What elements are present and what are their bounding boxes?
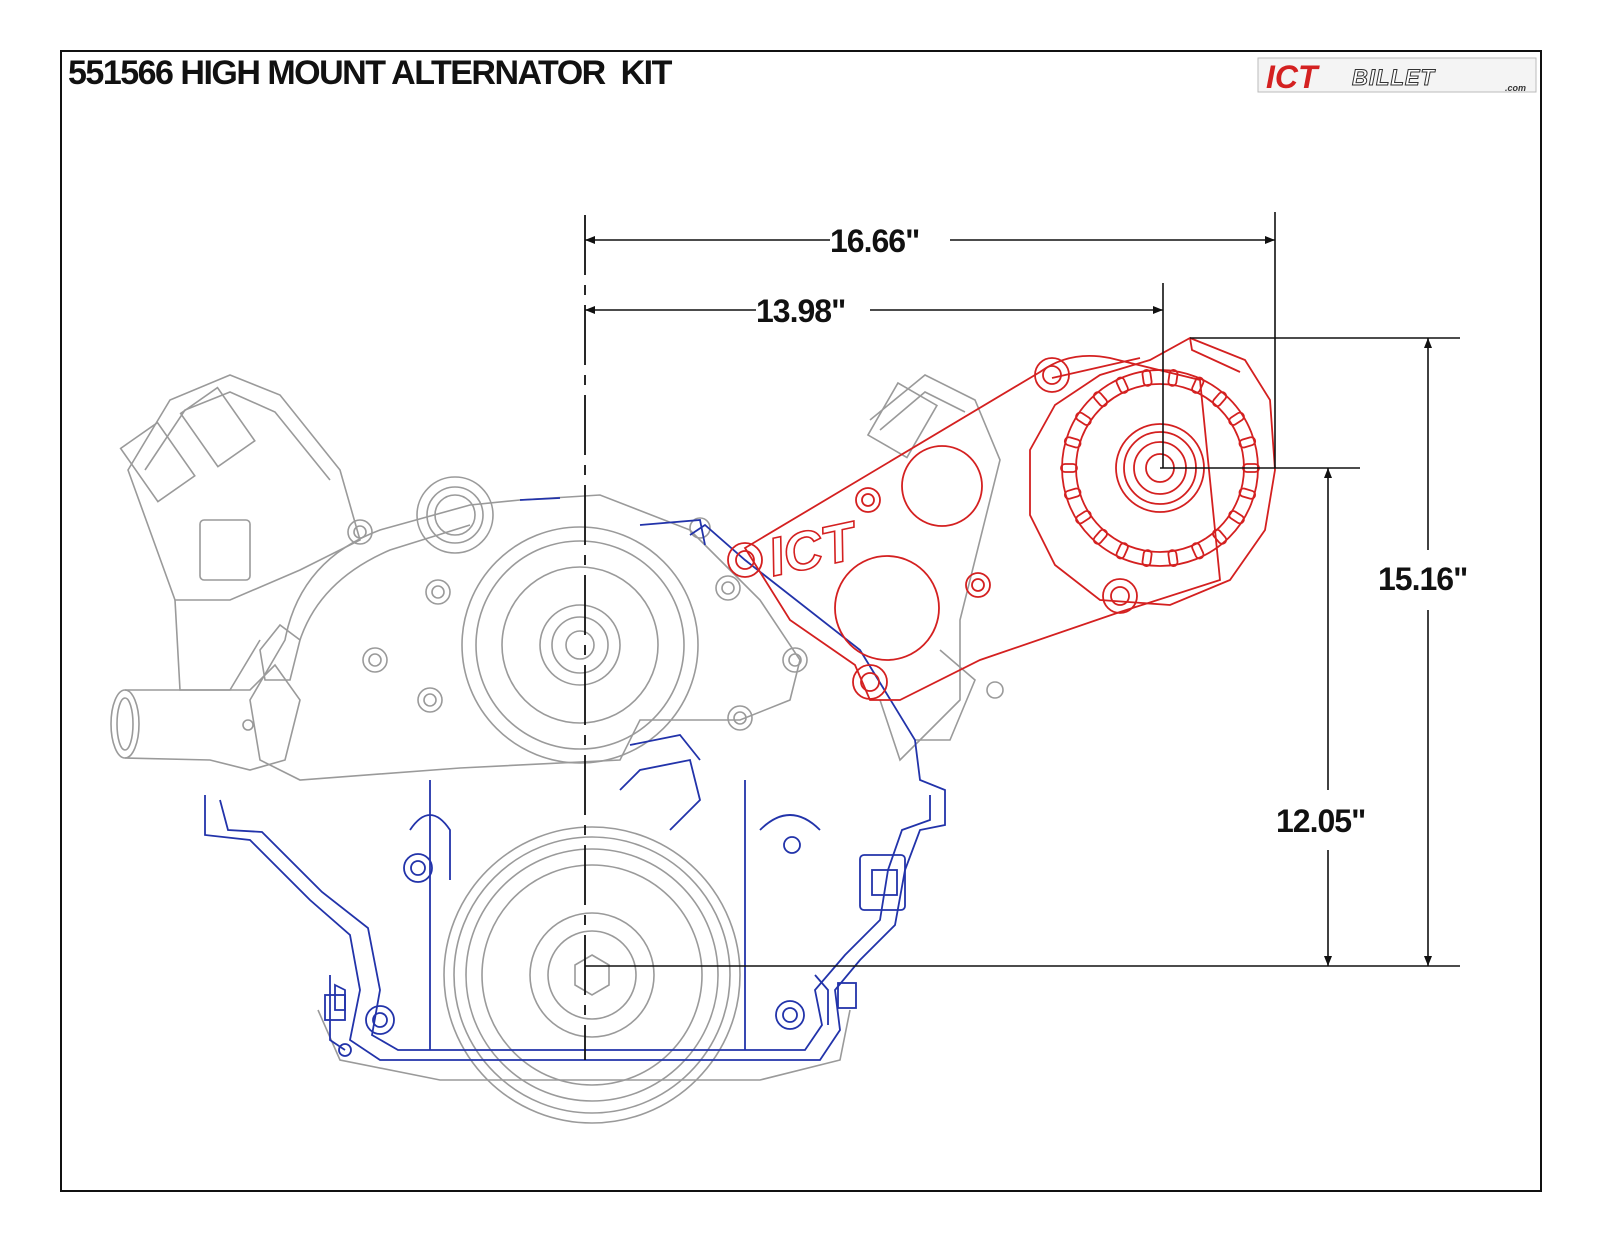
dimension-lines xyxy=(585,212,1460,967)
vent-slot xyxy=(1191,376,1205,394)
vent-slot xyxy=(1228,510,1245,525)
vent-slot xyxy=(1238,487,1257,500)
vent-slot xyxy=(1141,549,1153,567)
dimension-label: 13.98" xyxy=(756,293,845,329)
alternator-bracket: ICT xyxy=(727,337,1276,701)
dimension-label: 15.16" xyxy=(1378,561,1467,597)
timing-cover xyxy=(204,497,946,1061)
vent-slot xyxy=(1191,542,1205,560)
vent-slot xyxy=(1092,391,1108,408)
vent-slot xyxy=(1115,376,1129,394)
drawing-border xyxy=(60,50,1542,1192)
vent-slot xyxy=(1238,436,1257,449)
vent-slot xyxy=(1228,411,1245,426)
dimension-label: 12.05" xyxy=(1276,803,1365,839)
vent-slot xyxy=(1092,528,1108,545)
dimension-label: 16.66" xyxy=(830,223,919,259)
logo-billet-text: BILLET xyxy=(1352,65,1436,90)
vent-slot xyxy=(1063,436,1082,449)
vent-slot xyxy=(1167,549,1179,567)
vent-slot xyxy=(1060,463,1078,473)
engine-block xyxy=(110,374,1004,1124)
vent-slot xyxy=(1141,369,1153,387)
bracket-ict-mark: ICT xyxy=(763,510,864,588)
vent-slot xyxy=(1075,510,1092,525)
brand-logo: ICT BILLET .com xyxy=(1257,57,1537,95)
vent-slot xyxy=(1212,528,1228,545)
vent-slot xyxy=(1063,487,1082,500)
vent-slot xyxy=(1115,542,1129,560)
page-title: 551566 HIGH MOUNT ALTERNATOR KIT xyxy=(68,54,672,92)
logo-ict-text: ICT xyxy=(1266,59,1320,95)
vent-slot xyxy=(1167,369,1179,387)
alternator-vents xyxy=(1060,369,1260,567)
vent-slot xyxy=(1075,411,1092,426)
logo-suffix-text: .com xyxy=(1505,83,1526,93)
vent-slot xyxy=(1212,391,1228,408)
